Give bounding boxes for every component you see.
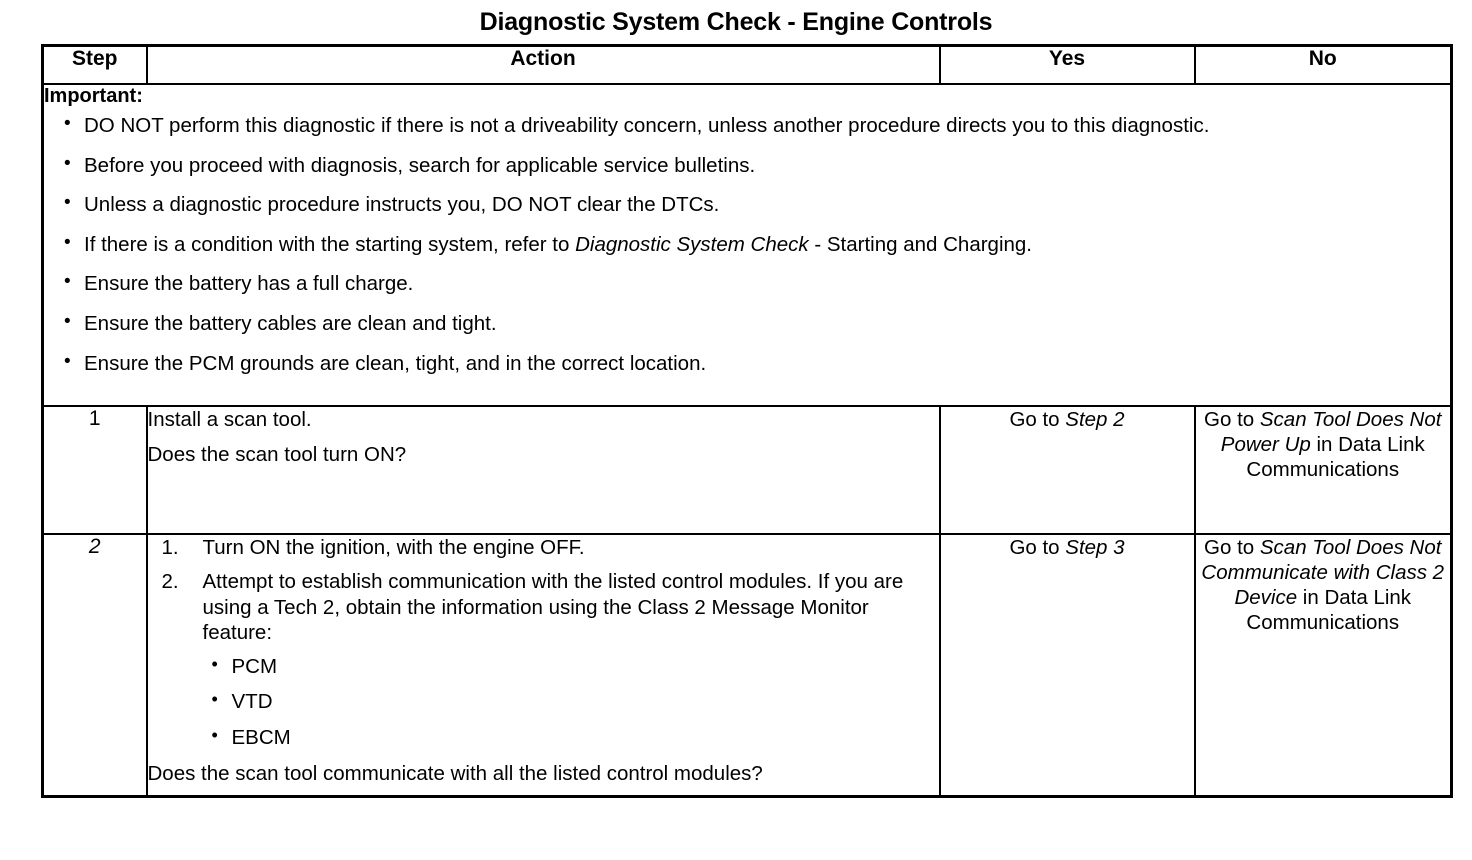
plain-text: Ensure the battery has a full charge. bbox=[84, 272, 414, 296]
list-item-text: Turn ON the ignition, with the engine OF… bbox=[202, 536, 585, 559]
diagnostic-table: Step Action Yes No Important: DO NOT per… bbox=[41, 44, 1453, 798]
plain-text: Go to bbox=[1009, 536, 1066, 559]
plain-text: DO NOT perform this diagnostic if there … bbox=[84, 114, 1210, 137]
important-bullet-item: Unless a diagnostic procedure instructs … bbox=[44, 192, 1450, 218]
action-module-list: PCM VTD EBCM bbox=[148, 654, 939, 751]
plain-text: If there is a condition with the startin… bbox=[84, 232, 576, 256]
important-bullet-item: If there is a condition with the startin… bbox=[44, 232, 1450, 258]
plain-text: Go to bbox=[1204, 408, 1260, 431]
module-list-item: EBCM bbox=[148, 725, 939, 751]
action-question: Does the scan tool turn ON? bbox=[147, 443, 407, 466]
table-header: Step Action Yes No bbox=[41, 44, 1453, 85]
table-row: 2 1. Turn ON the ignition, with the engin… bbox=[41, 533, 1453, 797]
diagnostic-table-container: Step Action Yes No Important: DO NOT per… bbox=[41, 44, 1453, 798]
table-body: Important: DO NOT perform this diagnosti… bbox=[41, 83, 1453, 797]
important-heading: Important: bbox=[44, 85, 143, 107]
action-cell: 1. Turn ON the ignition, with the engine … bbox=[145, 533, 941, 797]
emphasis-text: Step 3 bbox=[1065, 536, 1125, 559]
plain-text: in Data Link Communications bbox=[1246, 586, 1412, 634]
action-numbered-item: 2. Attempt to establish communication wit… bbox=[148, 569, 939, 645]
table-row: 1 Install a scan tool. Does the scan too… bbox=[41, 405, 1453, 535]
column-header-step: Step bbox=[41, 44, 148, 85]
important-bullet-item: Ensure the battery has a full charge. bbox=[44, 271, 1450, 297]
action-numbered-list: 1. Turn ON the ignition, with the engine … bbox=[148, 535, 939, 646]
emphasis-text: Scan Tool Does Not Communicate with Clas… bbox=[1201, 536, 1445, 609]
important-bullet-item: Ensure the battery cables are clean and … bbox=[44, 311, 1450, 337]
action-numbered-item: 1. Turn ON the ignition, with the engine … bbox=[148, 535, 939, 560]
module-list-item: PCM bbox=[148, 654, 939, 680]
important-bullet-item: DO NOT perform this diagnostic if there … bbox=[44, 113, 1450, 139]
plain-text: Unless a diagnostic procedure instructs … bbox=[84, 193, 720, 217]
action-cell: Install a scan tool. Does the scan tool … bbox=[145, 405, 941, 535]
list-ordinal: 2. bbox=[161, 570, 179, 594]
plain-text: Ensure the PCM grounds are clean, tight,… bbox=[84, 351, 707, 375]
step-number: 1 bbox=[41, 405, 148, 535]
column-header-no: No bbox=[1193, 44, 1453, 85]
plain-text: Go to bbox=[1204, 536, 1260, 559]
table-header-row: Step Action Yes No bbox=[41, 44, 1453, 85]
list-ordinal: 1. bbox=[161, 536, 179, 559]
emphasis-text: Step 2 bbox=[1065, 408, 1125, 431]
plain-text: Ensure the battery cables are clean and … bbox=[84, 311, 497, 335]
page-title: Diagnostic System Check - Engine Control… bbox=[479, 8, 993, 36]
yes-cell: Go to Step 2 bbox=[938, 405, 1196, 535]
yes-cell: Go to Step 3 bbox=[938, 533, 1196, 797]
action-line: Install a scan tool. bbox=[147, 408, 312, 431]
step-number: 2 bbox=[41, 533, 148, 797]
plain-text: - Starting and Charging. bbox=[808, 232, 1033, 256]
important-notes-cell: Important: DO NOT perform this diagnosti… bbox=[41, 83, 1453, 407]
important-notes-row: Important: DO NOT perform this diagnosti… bbox=[41, 83, 1453, 407]
column-header-yes: Yes bbox=[938, 44, 1196, 85]
plain-text: in Data Link Communications bbox=[1246, 433, 1425, 481]
emphasis-text: Diagnostic System Check bbox=[575, 232, 809, 256]
list-item-text: Attempt to establish communication with … bbox=[202, 570, 904, 645]
important-bullet-item: Ensure the PCM grounds are clean, tight,… bbox=[44, 351, 1450, 377]
no-cell: Go to Scan Tool Does Not Communicate wit… bbox=[1193, 533, 1453, 797]
plain-text: Go to bbox=[1009, 408, 1066, 431]
important-bullet-list: DO NOT perform this diagnostic if there … bbox=[44, 113, 1450, 377]
module-list-item: VTD bbox=[148, 689, 939, 715]
emphasis-text: Scan Tool Does Not Power Up bbox=[1220, 408, 1442, 456]
important-bullet-item: Before you proceed with diagnosis, searc… bbox=[44, 153, 1450, 179]
action-question: Does the scan tool communicate with all … bbox=[147, 762, 763, 786]
no-cell: Go to Scan Tool Does Not Power Up in Dat… bbox=[1193, 405, 1453, 535]
column-header-action: Action bbox=[145, 44, 941, 85]
plain-text: Before you proceed with diagnosis, searc… bbox=[84, 153, 756, 177]
